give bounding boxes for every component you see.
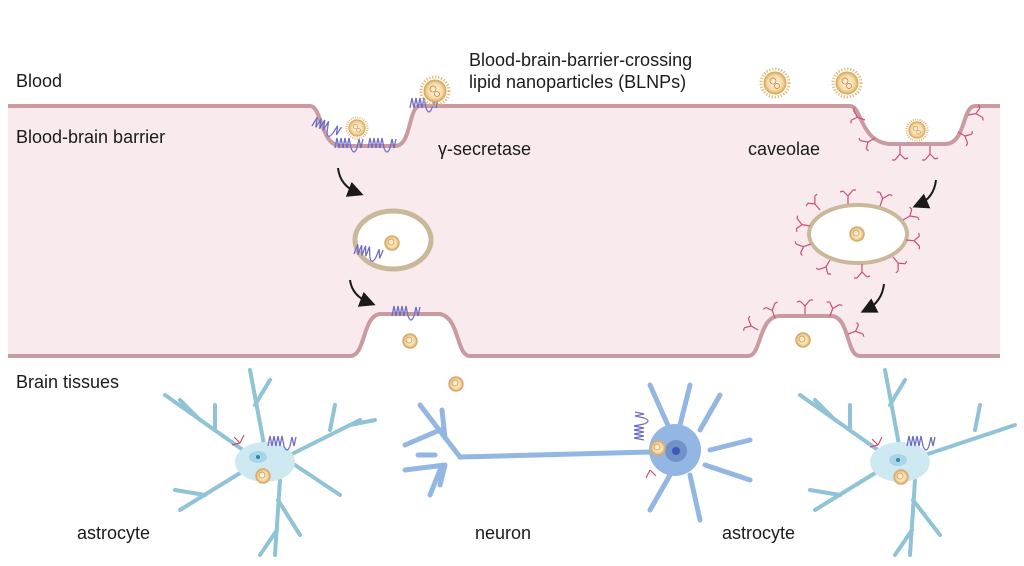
- nanoparticle-brain: [448, 376, 464, 392]
- caveolin-icon: [645, 469, 657, 479]
- nanoparticle: [849, 226, 865, 242]
- gamma-secretase-protein: [633, 411, 649, 441]
- basal-membrane: [8, 312, 1000, 358]
- neuron-cell: [402, 382, 753, 523]
- label-brain-tissues: Brain tissues: [16, 372, 120, 392]
- arrow-exocytosis-gs: [349, 279, 376, 307]
- label-gamma-secretase: γ-secretase: [438, 139, 532, 159]
- nanoparticle: [384, 235, 400, 251]
- nanoparticle: [402, 333, 418, 349]
- arrow-exocytosis-cav: [860, 283, 885, 313]
- astrocyte-right-cell: [798, 368, 1017, 557]
- nanoparticle-blood: [759, 67, 791, 99]
- label-neuron: neuron: [475, 523, 532, 543]
- label-astrocyte-left: astrocyte: [77, 523, 151, 543]
- nanoparticle-astrocyte: [893, 469, 909, 485]
- barrier-fill: [8, 106, 1000, 356]
- arrow-endocytosis-cav: [912, 179, 937, 209]
- blood-brain-barrier-layer: [8, 104, 1000, 358]
- apical-membrane: [8, 104, 1000, 148]
- nanoparticle: [345, 116, 369, 140]
- gamma-secretase-vesicle: [352, 208, 434, 272]
- caveolae-vesicle: [794, 189, 922, 279]
- nanoparticle-neuron: [650, 440, 666, 456]
- label-blood: Blood: [16, 71, 63, 91]
- label-caveolae: caveolae: [748, 139, 821, 159]
- nanoparticle-blood: [831, 67, 863, 99]
- astrocyte-left-cell: [163, 368, 377, 557]
- label-blood-brain-barrier: Blood-brain barrier: [16, 127, 166, 147]
- label-blnp-line2: lipid nanoparticles (BLNPs): [469, 72, 687, 92]
- nanoparticle-astrocyte: [255, 468, 271, 484]
- label-astrocyte-right: astrocyte: [722, 523, 796, 543]
- nanoparticle: [795, 332, 811, 348]
- caveolin-icon: [869, 436, 883, 448]
- label-blnp-line1: Blood-brain-barrier-crossing: [469, 50, 693, 70]
- nanoparticle: [905, 118, 929, 142]
- arrow-endocytosis-gs: [337, 167, 364, 197]
- caveolin-icon: [231, 434, 245, 446]
